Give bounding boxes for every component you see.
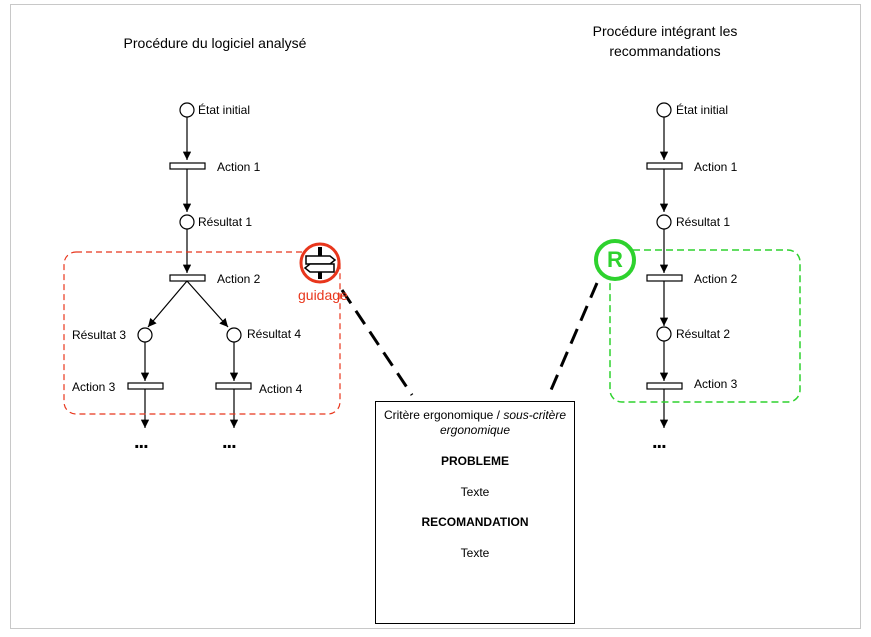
guidage-icon [299,242,341,284]
right-label-action1: Action 1 [694,160,738,174]
recommendation-badge-letter: R [607,247,623,272]
left-transition-action2 [169,274,206,282]
right-label-etat-initial: État initial [676,103,729,117]
guidage-region [63,251,341,415]
right-title-line1: Procédure intégrant les [592,23,738,39]
left-place-resultat3 [137,327,153,343]
left-label-resultat3: Résultat 3 [72,328,127,342]
card-recommendation-heading: RECOMANDATION [421,515,529,529]
right-transition-action3 [646,382,683,390]
left-label-resultat4: Résultat 4 [247,327,302,341]
recommendation-region [609,249,801,403]
right-title-line2: recommandations [609,43,721,59]
right-label-resultat2: Résultat 2 [676,327,731,341]
guidage-label: guidage [298,287,348,303]
left-transition-action4 [215,382,252,390]
card-recommendation-text: Texte [460,546,490,560]
left-transition-action1 [169,162,206,170]
left-label-action3: Action 3 [72,380,116,394]
left-label-etat-initial: État initial [198,103,251,117]
connector-left [340,289,414,396]
right-label-action3: Action 3 [694,377,738,391]
right-procedure [646,102,683,428]
left-ellipsis-b: ... [222,431,237,453]
recommendation-icon [594,239,636,281]
left-place-initial [179,102,195,118]
left-procedure [127,102,252,428]
card-problem-text: Texte [460,485,490,499]
right-place-resultat1 [656,214,672,230]
recommendation-card: Critère ergonomique / sous-critère ergon… [375,401,575,624]
card-subcriterion-text: sous-critère ergonomique [439,408,567,437]
left-place-resultat1 [179,214,195,230]
connector-right [546,282,599,398]
left-place-resultat4 [226,327,242,343]
left-transition-action3 [127,382,164,390]
right-title: Procédure intégrant les recommandations [560,21,770,61]
left-label-action2: Action 2 [217,272,261,286]
right-label-action2: Action 2 [694,272,738,286]
right-transition-action2 [646,274,683,282]
card-problem-heading: PROBLEME [440,454,509,468]
right-place-initial [656,102,672,118]
left-label-action4: Action 4 [259,382,303,396]
left-ellipsis-a: ... [134,431,149,453]
right-place-resultat2 [656,326,672,342]
card-criterion: Critère ergonomique / sous-critère ergon… [376,408,574,438]
card-criterion-text: Critère ergonomique / [383,408,504,422]
left-title: Procédure du logiciel analysé [123,35,307,51]
right-ellipsis: ... [652,431,667,453]
right-label-resultat1: Résultat 1 [676,215,731,229]
right-transition-action1 [646,162,683,170]
left-label-resultat1: Résultat 1 [198,215,253,229]
left-label-action1: Action 1 [217,160,261,174]
